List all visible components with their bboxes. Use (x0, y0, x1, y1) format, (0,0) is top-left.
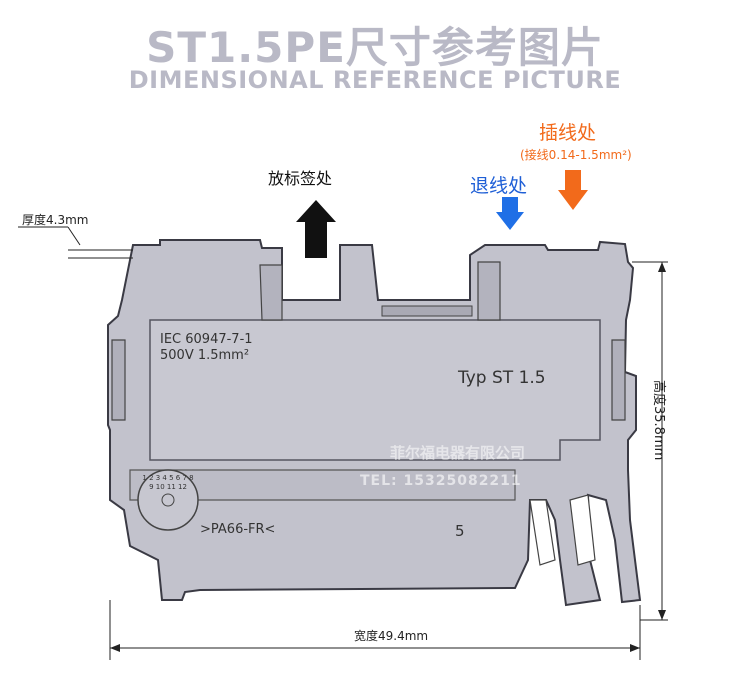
part-number-marking: 5 (455, 522, 465, 540)
page-title: ST1.5PE尺寸参考图片 (146, 23, 604, 72)
standard-marking: IEC 60947-7-1 (160, 332, 253, 347)
label-arrow-icon (296, 200, 336, 258)
type-marking: Typ ST 1.5 (458, 368, 546, 388)
width-arrow-left (110, 644, 120, 652)
watermark-company: 菲尔福电器有限公司 (390, 444, 526, 462)
label-area-callout: 放标签处 (268, 169, 333, 188)
thickness-leader-2 (67, 226, 81, 246)
left-clip (111, 339, 126, 421)
insert-callout: 插线处 (539, 122, 597, 144)
dial-text: 1 2 3 4 5 6 7 8 9 10 11 12 (142, 474, 194, 491)
page-subtitle: DIMENSIONAL REFERENCE PICTURE (128, 66, 622, 94)
release-arrow-icon (496, 197, 524, 230)
insert-note: (接线0.14-1.5mm²) (520, 148, 632, 162)
insert-arrow-icon (558, 170, 588, 210)
date-dial (137, 469, 199, 531)
marker-panel (149, 319, 601, 461)
center-notch (381, 305, 473, 317)
dial-center (161, 493, 175, 507)
right-clip (611, 339, 626, 421)
left-slot (259, 264, 283, 321)
foot-cutout-2 (569, 494, 596, 566)
width-label: 宽度49.4mm (354, 629, 429, 643)
thickness-label: 厚度4.3mm (22, 213, 89, 227)
right-slot (477, 261, 501, 321)
height-arrow-top (658, 262, 666, 272)
release-callout: 退线处 (470, 175, 528, 197)
foot-cutout-1 (529, 499, 556, 566)
width-arrow-right (630, 644, 640, 652)
rating-marking: 500V 1.5mm² (160, 348, 250, 363)
height-arrow-bottom (658, 610, 666, 620)
watermark-phone: TEL: 15325082211 (360, 473, 522, 489)
lower-band (129, 469, 516, 501)
height-label: 高度35.8mm (651, 380, 666, 461)
material-marking: >PA66-FR< (200, 522, 276, 537)
